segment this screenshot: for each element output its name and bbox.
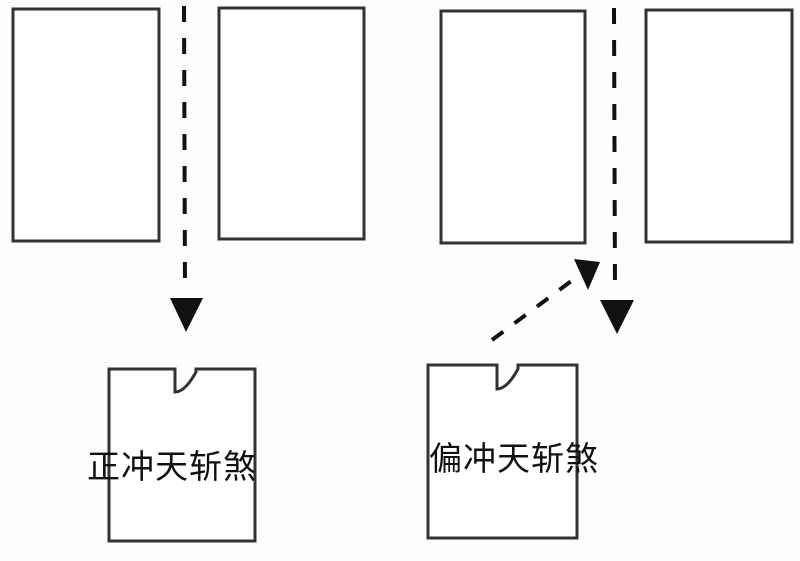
right-panel-diagonal-flow bbox=[490, 274, 580, 342]
right-panel-dashed-flow bbox=[612, 7, 617, 295]
right-panel-house bbox=[426, 363, 579, 540]
right-panel-down-arrow-icon bbox=[600, 300, 634, 334]
right-panel-label: 偏冲天斩煞 bbox=[429, 439, 599, 478]
left-panel-dashed-flow bbox=[182, 5, 187, 293]
left-panel-building-right bbox=[217, 6, 366, 241]
left-panel-house bbox=[107, 367, 257, 543]
left-panel-down-arrow-icon bbox=[170, 298, 203, 332]
right-panel-building-right bbox=[644, 8, 794, 244]
left-panel-label: 正冲天斩煞 bbox=[87, 447, 257, 486]
right-panel-building-left bbox=[439, 9, 587, 245]
left-panel-building-left bbox=[11, 7, 161, 243]
right-panel-diagonal-arrow-icon bbox=[574, 259, 600, 290]
